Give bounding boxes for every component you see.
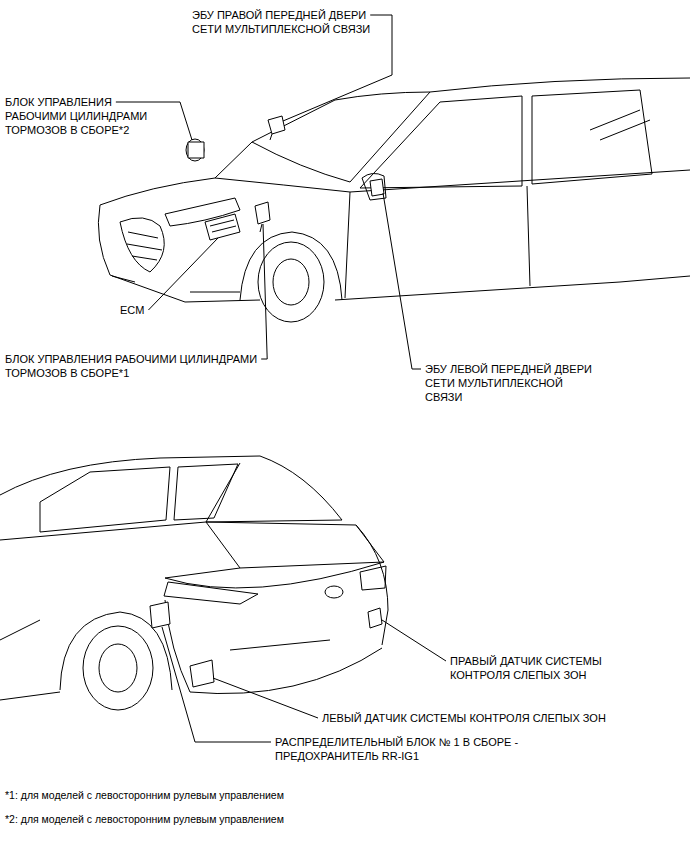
leader-line	[382, 620, 446, 661]
leader-line	[148, 238, 218, 310]
part-label: ЭБУ ПРАВОЙ ПЕРЕДНЕЙ ДВЕРИ СЕТИ МУЛЬТИПЛЕ…	[192, 8, 377, 36]
part-label: ПРАВЫЙ ДАТЧИК СИСТЕМЫ КОНТРОЛЯ СЛЕПЫХ ЗО…	[450, 654, 630, 682]
rear-car	[0, 456, 388, 710]
part-label: ЭБУ ЛЕВОЙ ПЕРЕДНЕЙ ДВЕРИ СЕТИ МУЛЬТИПЛЕК…	[425, 362, 600, 404]
leader-line	[213, 678, 318, 718]
part-label: БЛОК УПРАВЛЕНИЯ РАБОЧИМИ ЦИЛИНДРАМИ ТОРМ…	[5, 352, 260, 380]
leader-line	[261, 224, 267, 359]
part-label: РАСПРЕДЕЛИТЕЛЬНЫЙ БЛОК № 1 В СБОРЕ - ПРЕ…	[275, 735, 540, 763]
footnote: *1: для моделей с левосторонним рулевым …	[5, 788, 284, 802]
footnote: *2: для моделей с левосторонним рулевым …	[5, 812, 284, 826]
part-icons-front	[186, 116, 384, 240]
leader-line	[383, 193, 421, 369]
part-label: БЛОК УПРАВЛЕНИЯ РАБОЧИМИ ЦИЛИНДРАМИ ТОРМ…	[5, 95, 165, 137]
part-icons-rear	[150, 602, 382, 687]
part-label: ECM	[120, 303, 144, 317]
front-car	[98, 78, 690, 322]
part-label: ЛЕВЫЙ ДАТЧИК СИСТЕМЫ КОНТРОЛЯ СЛЕПЫХ ЗОН	[322, 711, 606, 725]
leader-line	[162, 627, 271, 742]
